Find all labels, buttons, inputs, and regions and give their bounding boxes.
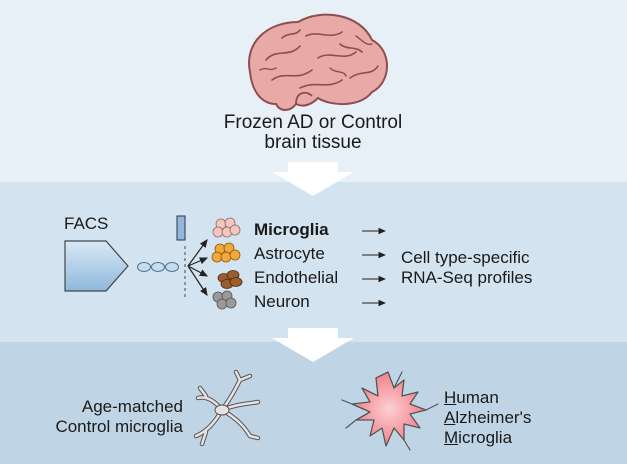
cell-type-endothelial: Endothelial [254,268,339,287]
ham-initial-h: H [444,388,457,407]
facs-machine [64,240,129,292]
ham-microglia-icon [341,371,439,451]
ham-initial-m: M [444,428,459,447]
cell-type-microglia: Microglia [254,220,329,239]
flow-arrow-1 [272,162,354,196]
tissue-label-line-1: Frozen AD or Control [223,112,403,133]
sorted-cell-stream [137,262,179,272]
ham-label-microglia: Microglia [444,428,512,448]
ham-label-alzheimers: Alzheimer's [444,408,531,428]
laser-detector [176,215,186,241]
output-label-line-1: Cell type-specific [401,248,530,267]
facs-label: FACS [64,214,109,233]
tissue-label-line-2: brain tissue [264,132,362,153]
ham-rest-alzheimers: lzheimer's [455,408,532,427]
output-arrows [362,227,387,307]
sort-arrows [187,239,209,297]
ham-label-human: Human [444,388,499,408]
flow-arrow-2 [272,328,354,362]
endothelial-cells-icon [217,270,243,289]
ham-rest-human: uman [456,388,499,407]
control-microglia-icon [193,369,261,447]
comparison-panel [0,342,627,464]
control-label-line-1: Age-matched [81,397,183,416]
brain-icon [248,13,388,111]
microglia-cells-icon [212,217,241,238]
cell-type-neuron: Neuron [254,292,310,311]
neuron-cells-icon [212,290,237,310]
control-label-line-2: Control microglia [55,417,183,436]
output-label-line-2: RNA-Seq profiles [401,268,533,287]
astrocyte-cells-icon [211,242,241,263]
ham-initial-a: A [444,408,456,427]
cell-type-astrocyte: Astrocyte [254,244,325,263]
ham-rest-microglia: icroglia [458,428,513,447]
